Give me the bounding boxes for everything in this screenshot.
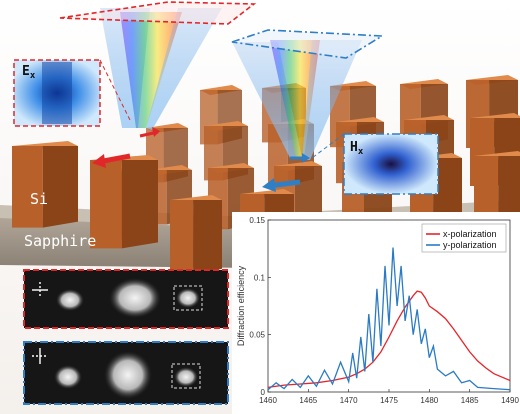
series-line-y-polarization (267, 247, 511, 391)
x-tick-label: 1485 (461, 396, 479, 405)
series-line-x-polarization (267, 290, 511, 389)
x-tick-label: 1490 (501, 396, 519, 405)
y-tick-label: 0.15 (249, 216, 265, 225)
hx-field-inset (311, 133, 439, 195)
y-axis-label: Diffraction efficiency (236, 265, 246, 346)
double-arrow-icon (32, 282, 48, 298)
si-pillar (90, 155, 158, 249)
si-pillar (170, 195, 222, 275)
beam-left-rainbow (120, 12, 182, 128)
si-pillar (12, 141, 78, 228)
hx-field-label: Hx (350, 140, 364, 157)
ex-field-inset (13, 59, 131, 127)
blue-screen (231, 29, 385, 59)
x-tick-label: 1475 (380, 396, 398, 405)
camera-image-y (23, 341, 229, 405)
ex-field-label: Ex (22, 64, 36, 81)
y-tick-label: 0.05 (249, 331, 265, 340)
beam-right (232, 42, 302, 158)
beam-right-outer (302, 40, 362, 160)
diffraction-efficiency-plot: 1460 1465 1470 1475 1480 1485 1490 0 0.05 0.1 0.15… (232, 212, 520, 414)
y-tick-label: 0 (261, 388, 266, 397)
chart-svg: 1460 1465 1470 1475 1480 1485 1490 0 0.05 0.1 0.15… (236, 216, 519, 405)
red-screen (59, 1, 257, 25)
legend-box (421, 223, 507, 253)
camera-image-x (23, 269, 229, 329)
y-tick-label: 0.1 (254, 273, 266, 282)
beam-left-outer (146, 8, 222, 130)
legend-label: x-polarization (443, 229, 497, 239)
si-label: Si (30, 190, 49, 208)
x-tick-label: 1465 (299, 396, 317, 405)
sapphire-label: Sapphire (24, 232, 97, 250)
red-arrow-icon (92, 127, 160, 168)
x-tick-label: 1470 (340, 396, 358, 405)
double-arrow-icon (32, 348, 48, 364)
x-tick-label: 1480 (420, 396, 438, 405)
x-tick-label: 1460 (259, 396, 277, 405)
legend-label: y-polarization (443, 240, 497, 250)
blue-arrow-icon (262, 153, 310, 192)
